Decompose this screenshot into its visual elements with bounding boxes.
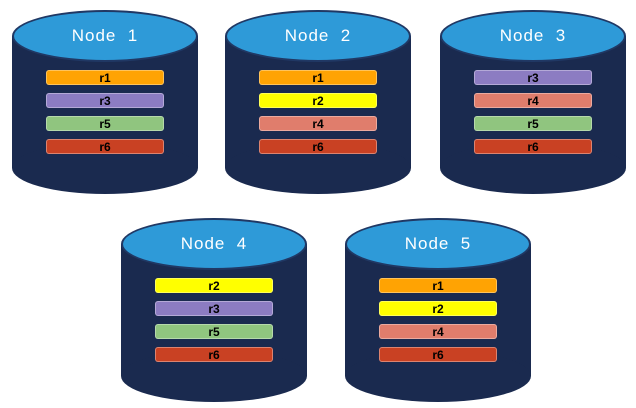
replica-bar-r6: r6 — [474, 139, 592, 154]
replica-bar-r6: r6 — [155, 347, 273, 362]
replica-bar-r4: r4 — [474, 93, 592, 108]
node-title: Node 2 — [284, 26, 352, 45]
replica-bar-r1: r1 — [379, 278, 497, 293]
replica-list: r1 r2 r4 r6 — [379, 278, 497, 362]
cylinder-top-icon — [440, 10, 626, 62]
node-title: Node 5 — [404, 234, 472, 253]
replica-list: r1 r2 r4 r6 — [259, 70, 377, 154]
replica-bar-r5: r5 — [474, 116, 592, 131]
replica-bar-r3: r3 — [474, 70, 592, 85]
cylinder-top-icon — [345, 218, 531, 270]
replica-bar-r5: r5 — [46, 116, 164, 131]
replica-bar-r4: r4 — [379, 324, 497, 339]
replica-list: r2 r3 r5 r6 — [155, 278, 273, 362]
replica-bar-r2: r2 — [155, 278, 273, 293]
replica-bar-r3: r3 — [155, 301, 273, 316]
cylinder-top-icon — [225, 10, 411, 62]
replica-bar-r3: r3 — [46, 93, 164, 108]
replica-bar-r4: r4 — [259, 116, 377, 131]
replica-bar-r2: r2 — [259, 93, 377, 108]
replica-bar-r6: r6 — [259, 139, 377, 154]
replica-list: r3 r4 r5 r6 — [474, 70, 592, 154]
replica-list: r1 r3 r5 r6 — [46, 70, 164, 154]
replica-bar-r6: r6 — [46, 139, 164, 154]
node-4: Node 4 r2 r3 r5 r6 — [121, 218, 307, 402]
node-3: Node 3 r3 r4 r5 r6 — [440, 10, 626, 194]
node-title: Node 1 — [71, 26, 139, 45]
replica-bar-r5: r5 — [155, 324, 273, 339]
node-2: Node 2 r1 r2 r4 r6 — [225, 10, 411, 194]
replica-bar-r6: r6 — [379, 347, 497, 362]
node-title: Node 3 — [499, 26, 567, 45]
cylinder-top-icon — [121, 218, 307, 270]
replica-bar-r2: r2 — [379, 301, 497, 316]
cylinder-top-icon — [12, 10, 198, 62]
replica-bar-r1: r1 — [259, 70, 377, 85]
node-1: Node 1 r1 r3 r5 r6 — [12, 10, 198, 194]
replica-bar-r1: r1 — [46, 70, 164, 85]
node-title: Node 4 — [180, 234, 248, 253]
node-5: Node 5 r1 r2 r4 r6 — [345, 218, 531, 402]
